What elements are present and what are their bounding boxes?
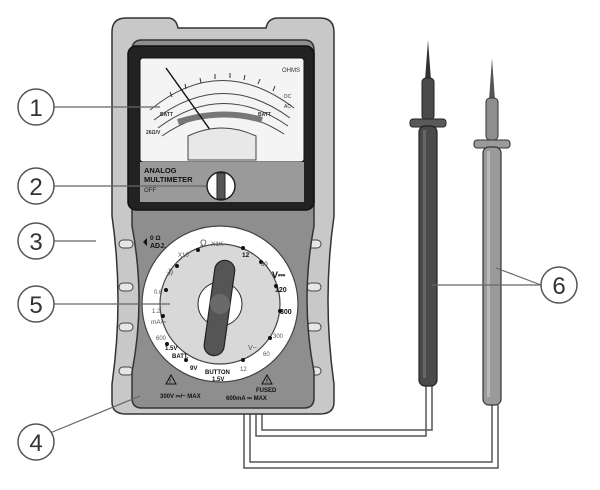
dial-9v: 9V bbox=[190, 366, 197, 372]
dial-600: 600 bbox=[156, 336, 167, 342]
leader-lines bbox=[49, 106, 542, 434]
callout-1: 1 bbox=[17, 88, 55, 126]
brand-analog: ANALOG bbox=[144, 166, 177, 175]
dial-v-dc: V⎓ bbox=[272, 270, 286, 280]
dial-12-top: 12 bbox=[242, 252, 250, 259]
scale-ac: AC bbox=[284, 104, 291, 110]
callout-4: 4 bbox=[17, 423, 55, 461]
callout-3: 3 bbox=[17, 222, 55, 260]
mechanical-zero-adjust-screw[interactable] bbox=[206, 171, 236, 201]
ohm-adjust-adj-label: ADJ. bbox=[150, 243, 166, 250]
dial-12: 12 bbox=[240, 367, 247, 373]
ohm-adjust[interactable]: 0 Ω ADJ. bbox=[143, 235, 166, 250]
meter-display: OHMS BATT BATT 26Ω/V DC AC ANALOG MULTIM… bbox=[127, 45, 315, 211]
svg-text:!: ! bbox=[169, 379, 171, 385]
input-warnings: ! 300V ⎓/~ MAX ! FUSED 600mA ⎓ MAX bbox=[160, 373, 277, 402]
dial-1-2: 1.2 bbox=[152, 309, 161, 315]
svg-text:!: ! bbox=[266, 379, 268, 385]
black-test-probe bbox=[409, 40, 447, 387]
dial-x10: X10 bbox=[178, 253, 189, 259]
callout-number: 1 bbox=[29, 95, 42, 122]
callout-number: 2 bbox=[29, 174, 42, 201]
dial-x1k: X1K bbox=[211, 241, 224, 248]
dial-1-5v: 1.5V bbox=[165, 346, 177, 352]
ohm-adjust-label: 0 Ω bbox=[150, 235, 161, 242]
scale-batt-left: BATT bbox=[160, 112, 173, 118]
scale-dc: DC bbox=[284, 94, 292, 100]
dial-continuity: ·)) bbox=[166, 269, 173, 276]
dial-120: 120 bbox=[275, 287, 287, 294]
callout-number: 3 bbox=[29, 229, 42, 256]
zero-adjust-off-label: OFF bbox=[144, 188, 156, 194]
scale-batt-right: BATT bbox=[258, 112, 271, 118]
dial-v-ac: V~ bbox=[248, 345, 257, 352]
dial-ma: mA⎓ bbox=[151, 319, 166, 326]
dial-button: BUTTON bbox=[205, 370, 230, 376]
scale-ohms-label: OHMS bbox=[282, 68, 300, 74]
dial-60-top: 60 bbox=[261, 262, 268, 268]
dial-0-6: 0.6 bbox=[154, 290, 163, 296]
callout-number: 5 bbox=[29, 292, 42, 319]
callout-6: 6 bbox=[540, 266, 578, 304]
grey-test-probe bbox=[473, 58, 511, 406]
brand-multimeter: MULTIMETER bbox=[144, 175, 193, 184]
warning-voltage: 300V ⎓/~ MAX bbox=[160, 394, 201, 400]
callout-number: 6 bbox=[552, 273, 565, 300]
warning-current: 600mA ⎓ MAX bbox=[226, 396, 267, 402]
dial-button-v: 1.5V bbox=[212, 377, 224, 383]
callout-2: 2 bbox=[17, 167, 55, 205]
scale-26ohm: 26Ω/V bbox=[146, 130, 161, 136]
dial-ohm: Ω bbox=[200, 238, 207, 248]
dial-300b: 300 bbox=[273, 334, 284, 340]
dial-60: 60 bbox=[263, 352, 270, 358]
dial-batt: BATT. bbox=[172, 354, 189, 360]
warning-fused: FUSED bbox=[256, 388, 277, 394]
callout-number: 4 bbox=[29, 430, 42, 457]
dial-300: 300 bbox=[280, 309, 292, 316]
callout-5: 5 bbox=[17, 285, 55, 323]
